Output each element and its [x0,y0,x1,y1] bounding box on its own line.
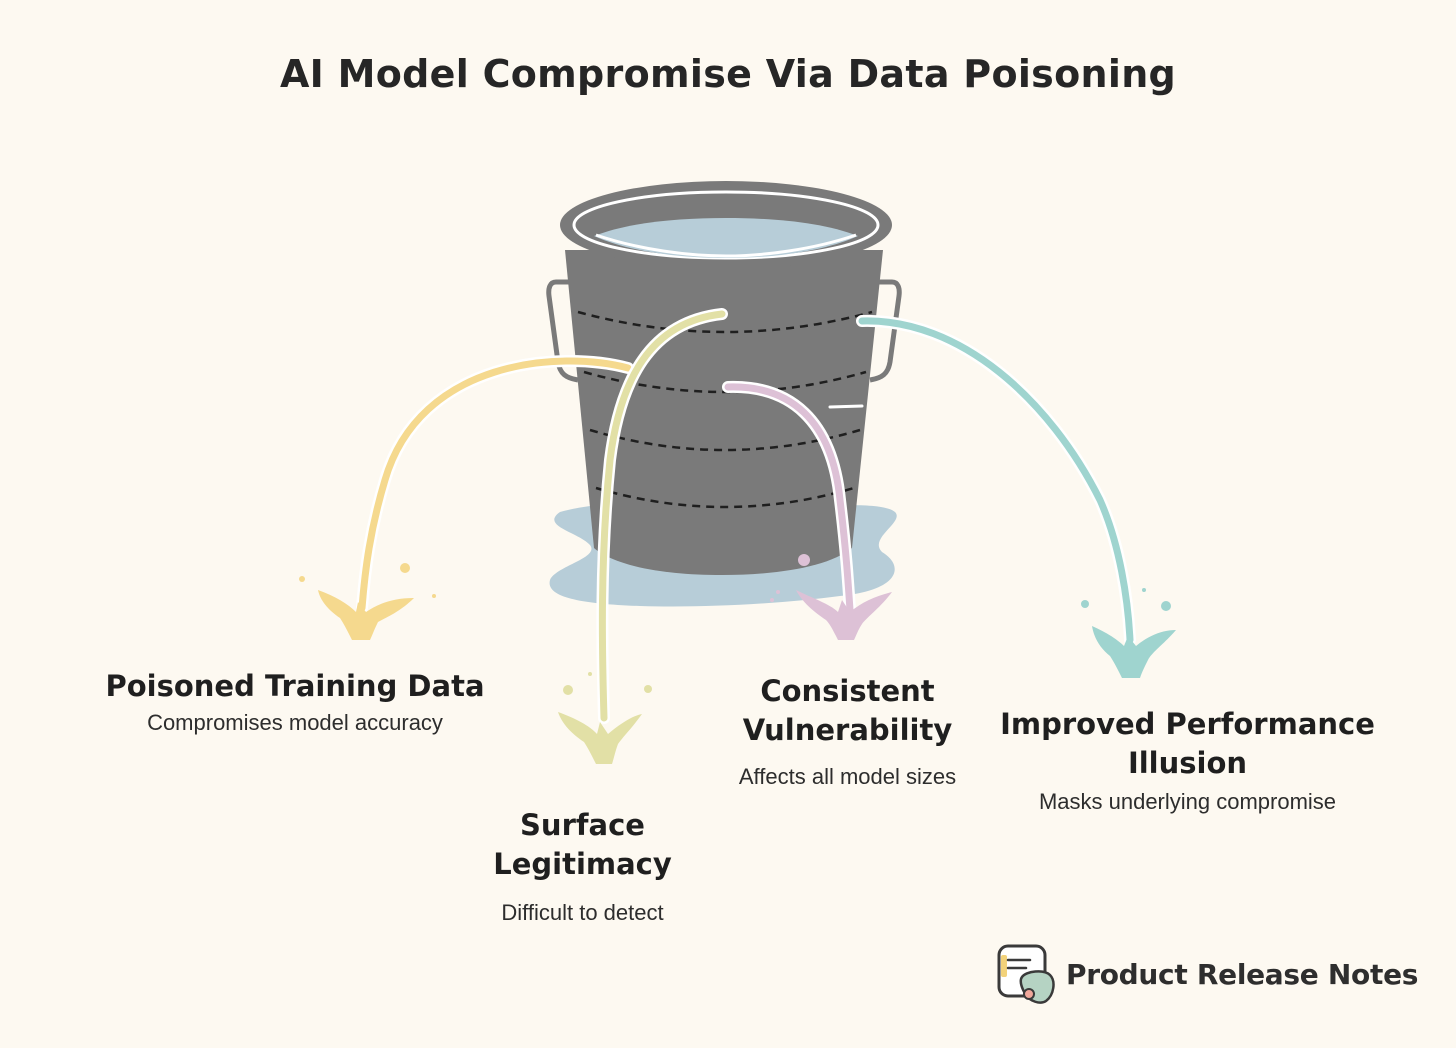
item-heading: Poisoned Training Data [105,669,485,703]
item-description: Affects all model sizes [738,764,957,789]
brand-name: Product Release Notes [1066,957,1419,991]
item-description: Compromises model accuracy [147,710,443,735]
item-heading: Consistent Vulnerability [742,674,953,747]
notes-logo-icon [997,944,1055,1004]
item-improved-performance-illusion: Improved Performance Illusion Masks unde… [990,705,1385,816]
item-description: Masks underlying compromise [1038,789,1337,814]
bucket-handle-left [546,279,579,383]
item-heading: Surface Legitimacy [493,808,672,881]
splash-olive [558,672,652,764]
item-poisoned-training-data: Poisoned Training Data Compromises model… [80,667,510,737]
item-consistent-vulnerability: Consistent Vulnerability Affects all mod… [715,672,980,791]
item-heading: Improved Performance Illusion [1000,707,1375,780]
bucket-handle-right [869,279,902,383]
item-surface-legitimacy: Surface Legitimacy Difficult to detect [460,806,705,927]
bucket-water [594,218,858,258]
splash-teal [1081,588,1176,678]
splash-pink [770,554,892,640]
page-title: AI Model Compromise Via Data Poisoning [279,52,1177,96]
brand-logo: Product Release Notes [996,942,1418,1006]
bucket-body [565,250,883,575]
item-description: Difficult to detect [501,900,664,925]
splash-yellow [299,563,436,640]
